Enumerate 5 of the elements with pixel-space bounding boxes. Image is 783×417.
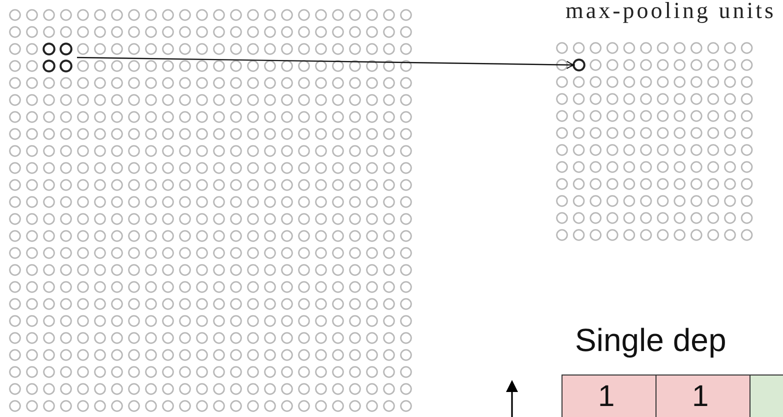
layer-heading: max-pooling units: [565, 0, 776, 24]
table-cell-value: 1: [692, 380, 709, 414]
table-cell-value: 1: [598, 380, 615, 414]
pooling-unit: [572, 58, 586, 72]
table-title: Single dep: [575, 322, 726, 359]
